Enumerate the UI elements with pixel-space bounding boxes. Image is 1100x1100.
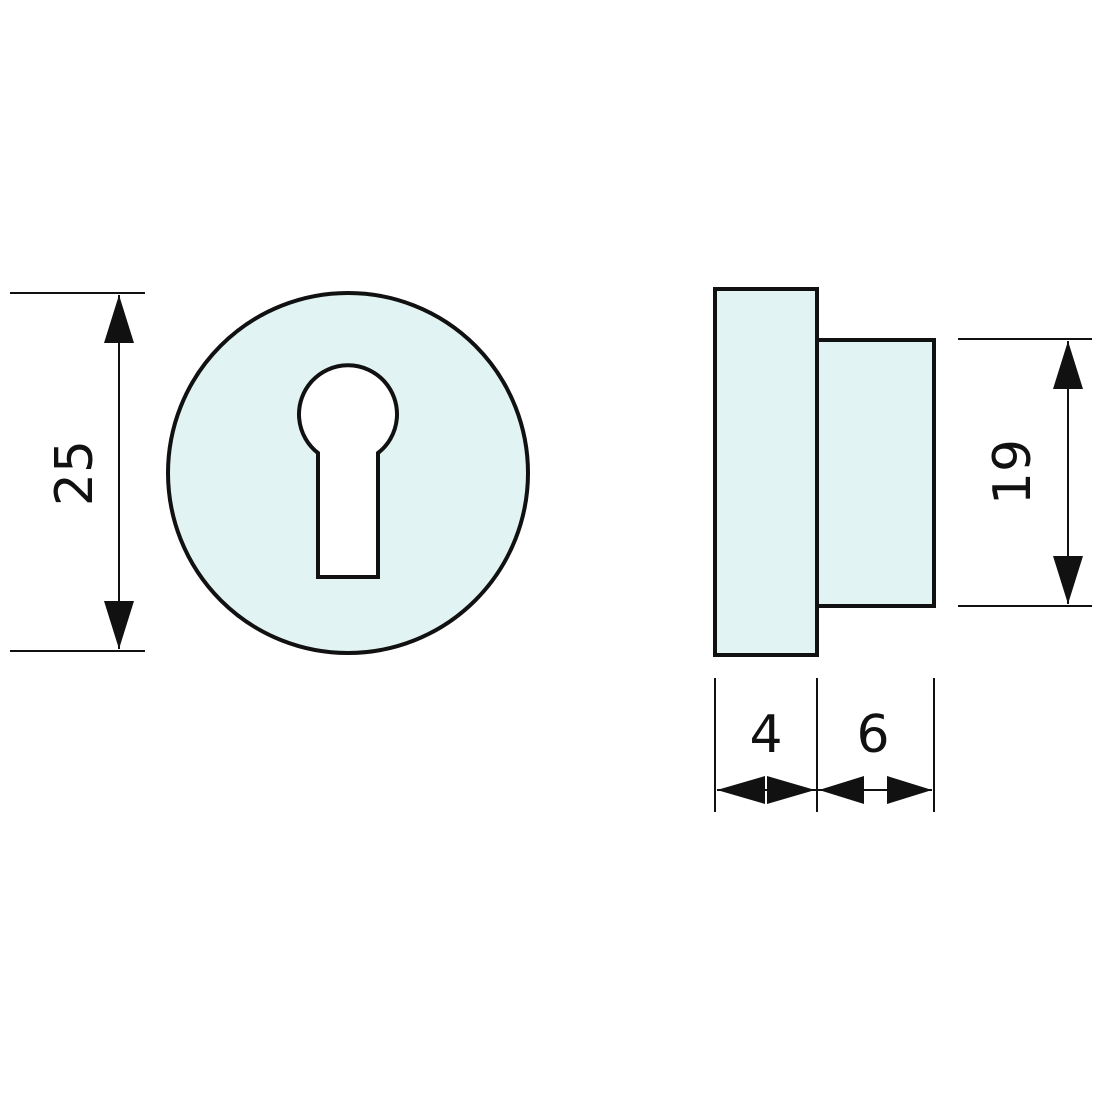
boss-profile (815, 338, 936, 608)
dimension-boss-height: 19 (958, 338, 1092, 607)
front-view (166, 291, 530, 655)
arrowhead-up (104, 295, 134, 343)
arrowhead-down (1053, 556, 1083, 604)
dimension-thickness: 4 6 (714, 678, 935, 812)
boss-height-label: 19 (983, 439, 1043, 505)
side-view (713, 287, 936, 657)
keyhole-cutout (297, 363, 399, 579)
arrowhead-down (104, 601, 134, 649)
plate-profile (713, 287, 819, 657)
dimension-diameter: 25 (10, 292, 145, 652)
arrowhead-boss-right (887, 776, 932, 804)
arrowhead-boss-left (819, 776, 864, 804)
arrowhead-plate-left (717, 776, 765, 804)
plate-thickness-label: 4 (749, 705, 782, 765)
arrowhead-up (1053, 341, 1083, 389)
boss-depth-label: 6 (856, 705, 889, 765)
arrowhead-plate-right (767, 776, 815, 804)
diameter-label: 25 (45, 440, 105, 506)
